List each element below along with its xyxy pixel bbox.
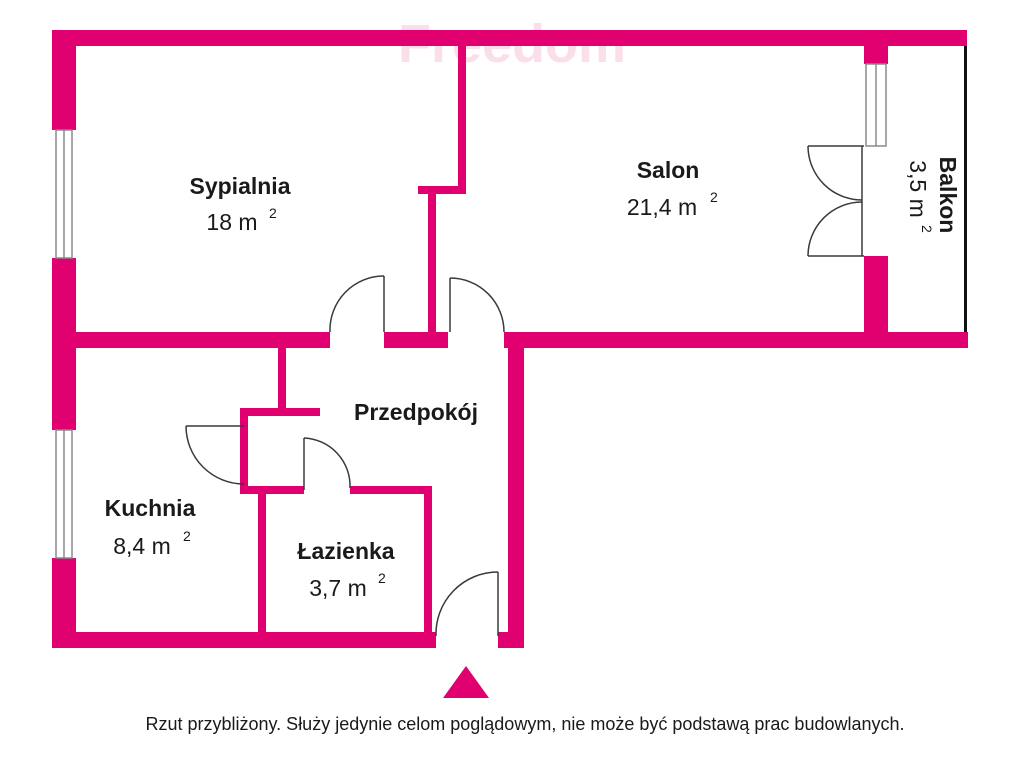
room-area: 3,7 m bbox=[309, 575, 367, 601]
room-name: Kuchnia bbox=[105, 495, 196, 521]
room-kuchnia: Kuchnia 8,4 m 2 bbox=[105, 495, 196, 559]
room-sypialnia: Sypialnia 18 m 2 bbox=[190, 173, 291, 235]
walls bbox=[52, 30, 968, 648]
room-area: 3,5 m bbox=[905, 160, 931, 218]
room-area-superscript: 2 bbox=[919, 225, 935, 233]
room-name: Przedpokój bbox=[354, 399, 478, 425]
door-entrance bbox=[435, 571, 499, 637]
room-area-superscript: 2 bbox=[378, 570, 386, 586]
room-area: 21,4 m bbox=[627, 194, 697, 220]
room-name: Sypialnia bbox=[190, 173, 291, 199]
room-balkon: Balkon 3,5 m 2 bbox=[905, 157, 961, 234]
room-area: 8,4 m bbox=[113, 533, 171, 559]
room-name: Łazienka bbox=[297, 538, 394, 564]
door-bedroom bbox=[329, 275, 385, 333]
room-area: 18 m bbox=[206, 209, 257, 235]
room-area-superscript: 2 bbox=[183, 528, 191, 544]
door-balcony bbox=[807, 145, 864, 257]
door-kitchen bbox=[185, 425, 245, 485]
room-area-superscript: 2 bbox=[710, 189, 718, 205]
entrance-arrow-icon bbox=[443, 666, 489, 698]
doors bbox=[185, 145, 864, 637]
door-salon bbox=[449, 277, 505, 333]
room-lazienka: Łazienka 3,7 m 2 bbox=[297, 538, 394, 601]
room-area-superscript: 2 bbox=[269, 205, 277, 221]
windows bbox=[55, 63, 887, 559]
room-name: Salon bbox=[637, 157, 700, 183]
room-przedpokoj: Przedpokój bbox=[354, 399, 478, 425]
disclaimer-caption: Rzut przybliżony. Służy jedynie celom po… bbox=[145, 714, 904, 734]
room-salon: Salon 21,4 m 2 bbox=[627, 157, 718, 220]
room-name: Balkon bbox=[935, 157, 961, 234]
door-bathroom bbox=[303, 437, 351, 490]
